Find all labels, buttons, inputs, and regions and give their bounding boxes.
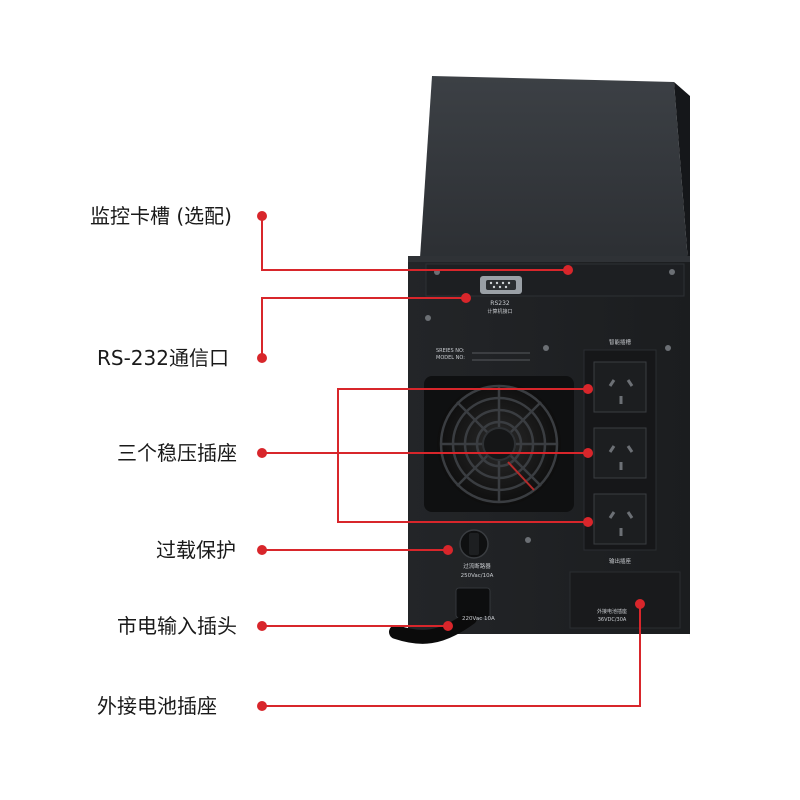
outlets-top-label: 智能插槽 [609, 338, 632, 346]
callout-label-overload: 过载保护 [156, 538, 236, 562]
callout-dots [257, 211, 645, 711]
series-no-label: SREIES NO: [436, 348, 465, 354]
battery-port-area [569, 571, 681, 629]
callout-label-mains-input: 市电输入插头 [117, 614, 237, 638]
ups-side-face [674, 82, 690, 640]
battery-port-rating: 36VDC/30A [598, 617, 627, 623]
callout-line-monitor-slot [261, 216, 568, 271]
callout-line-sockets-bracket [337, 388, 588, 523]
callout-label-rs232: RS-232通信口 [97, 346, 229, 370]
stabilized-socket [593, 493, 647, 545]
battery-port-title: 外接电池插座 [597, 608, 627, 615]
breaker-title: 过流断路器 [463, 562, 491, 570]
callout-line-battery [262, 604, 641, 707]
input-rating: 220Vac 10A [462, 616, 495, 622]
rs232-title: RS232 [490, 300, 510, 307]
callout-label-sockets: 三个稳压插座 [117, 441, 237, 465]
outlets-bottom-label: 输出插座 [609, 557, 632, 565]
stabilized-socket [593, 361, 647, 413]
stabilized-socket [593, 427, 647, 479]
model-no-label: MODEL NO: [436, 355, 465, 361]
callout-lines [261, 216, 641, 707]
rs232-connector [480, 276, 522, 294]
breaker-rating: 250Vac/10A [461, 573, 494, 579]
callout-label-external-battery: 外接电池插座 [97, 694, 217, 718]
callout-label-monitor-slot: 监控卡槽 (选配) [90, 204, 232, 228]
rs232-subtitle: 计算机接口 [487, 308, 512, 315]
monitor-slot-cover [425, 263, 685, 297]
callout-line-rs232 [261, 297, 466, 358]
overload-breaker [459, 529, 489, 559]
ups-top-face [420, 76, 688, 262]
mains-input-plug [389, 587, 491, 644]
ups-unit: RS232 计算机接口 SREIES NO: MODEL NO: [389, 76, 690, 644]
cooling-fan [424, 376, 574, 512]
